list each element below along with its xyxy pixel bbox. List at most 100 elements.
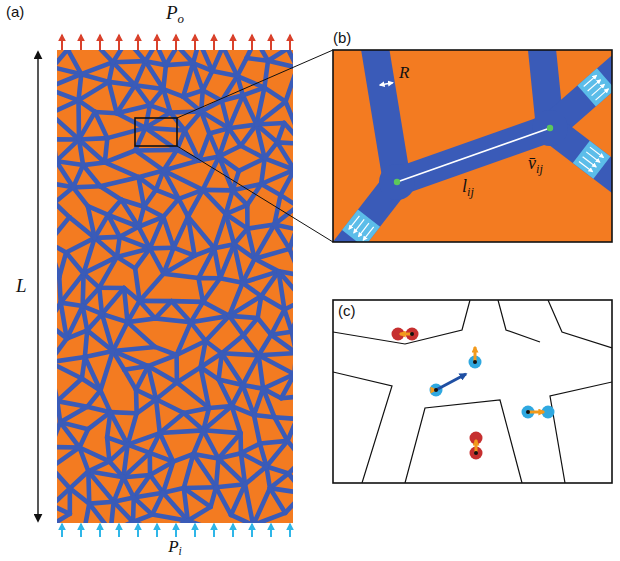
- channel: [61, 273, 84, 302]
- channel: [79, 447, 88, 471]
- channel: [288, 474, 293, 494]
- channel: [232, 385, 243, 406]
- channel: [164, 274, 199, 278]
- channel: [57, 74, 81, 88]
- channel: [68, 50, 82, 74]
- inlet-arrow: [156, 524, 158, 537]
- channel: [117, 237, 120, 257]
- channel: [284, 123, 293, 144]
- channel: [128, 445, 150, 453]
- particle-center: [474, 451, 478, 455]
- channel: [258, 296, 262, 318]
- channel: [206, 316, 230, 341]
- panel-letter: (c): [338, 303, 356, 320]
- channel: [86, 471, 92, 503]
- particle-center: [473, 360, 477, 364]
- channel: [226, 205, 248, 214]
- length-label: L: [16, 276, 27, 297]
- particle: [430, 384, 443, 397]
- channel: [271, 335, 293, 353]
- channel: [259, 355, 263, 388]
- channel: [57, 505, 70, 514]
- channel: [82, 378, 101, 390]
- channel: [172, 299, 203, 304]
- node-dot: [547, 125, 553, 131]
- symbol-subscript: i: [179, 545, 182, 558]
- channel: [243, 318, 257, 335]
- channel: [140, 301, 156, 318]
- channel: [203, 190, 226, 214]
- channel: [164, 256, 195, 274]
- junction: [532, 110, 568, 146]
- flow-patch: [577, 68, 612, 106]
- channel: [99, 285, 124, 290]
- channel: [57, 467, 70, 488]
- channel: [245, 484, 253, 523]
- channel: [127, 318, 155, 322]
- channel: [239, 158, 265, 171]
- channel: [184, 413, 204, 430]
- inlet-arrow: [175, 524, 177, 537]
- channel: [95, 112, 117, 113]
- channel: [67, 306, 83, 339]
- flow-section: [573, 141, 611, 179]
- channel: [274, 417, 287, 441]
- channel: [209, 134, 219, 157]
- symbol-base: R: [399, 63, 409, 82]
- channel: [105, 138, 108, 162]
- channel: [139, 227, 150, 249]
- channel: [57, 243, 66, 253]
- channel: [113, 62, 135, 85]
- outlet-arrow: [194, 35, 196, 50]
- channel: [259, 353, 293, 355]
- outlet-arrow: [289, 35, 291, 50]
- outlet-arrow: [251, 35, 253, 50]
- channel: [139, 207, 144, 227]
- channel: [66, 238, 95, 253]
- channel: [193, 430, 203, 454]
- velocity-arrow: [474, 347, 477, 362]
- channel: [247, 229, 254, 259]
- channel: [177, 367, 201, 382]
- channel: [177, 383, 209, 409]
- inlet-arrow: [61, 524, 63, 537]
- channel: [212, 50, 223, 71]
- channel: [155, 301, 171, 318]
- channel: [286, 68, 293, 102]
- channel: [183, 90, 203, 96]
- channel: [88, 471, 113, 501]
- node-dot: [394, 179, 400, 185]
- channel: [199, 50, 212, 71]
- channel: [136, 366, 148, 390]
- particles: [392, 328, 555, 460]
- channel-wall: [548, 300, 612, 348]
- channel: [229, 316, 257, 318]
- channel: [179, 199, 188, 217]
- particle-center: [526, 410, 530, 414]
- channel: [156, 399, 160, 433]
- channel: [84, 273, 100, 287]
- channel: [247, 184, 261, 205]
- outlet-arrow: [80, 35, 82, 50]
- channel: [99, 288, 102, 314]
- channel: [179, 190, 203, 199]
- channel: [85, 351, 113, 357]
- channel: [258, 318, 272, 335]
- channel: [59, 277, 60, 303]
- channel: [152, 493, 163, 515]
- channel: [163, 89, 170, 112]
- channel: [231, 484, 245, 515]
- channel: [88, 206, 95, 238]
- channel: [222, 101, 229, 129]
- channel-segment: [397, 128, 550, 182]
- channel: [281, 195, 293, 206]
- channel: [156, 383, 177, 400]
- channel: [150, 89, 163, 105]
- channel: [255, 259, 279, 272]
- channel: [57, 445, 79, 450]
- channel: [150, 433, 160, 453]
- symbol-subscript: ij: [536, 162, 543, 176]
- channel: [100, 186, 121, 200]
- channel: [288, 419, 293, 441]
